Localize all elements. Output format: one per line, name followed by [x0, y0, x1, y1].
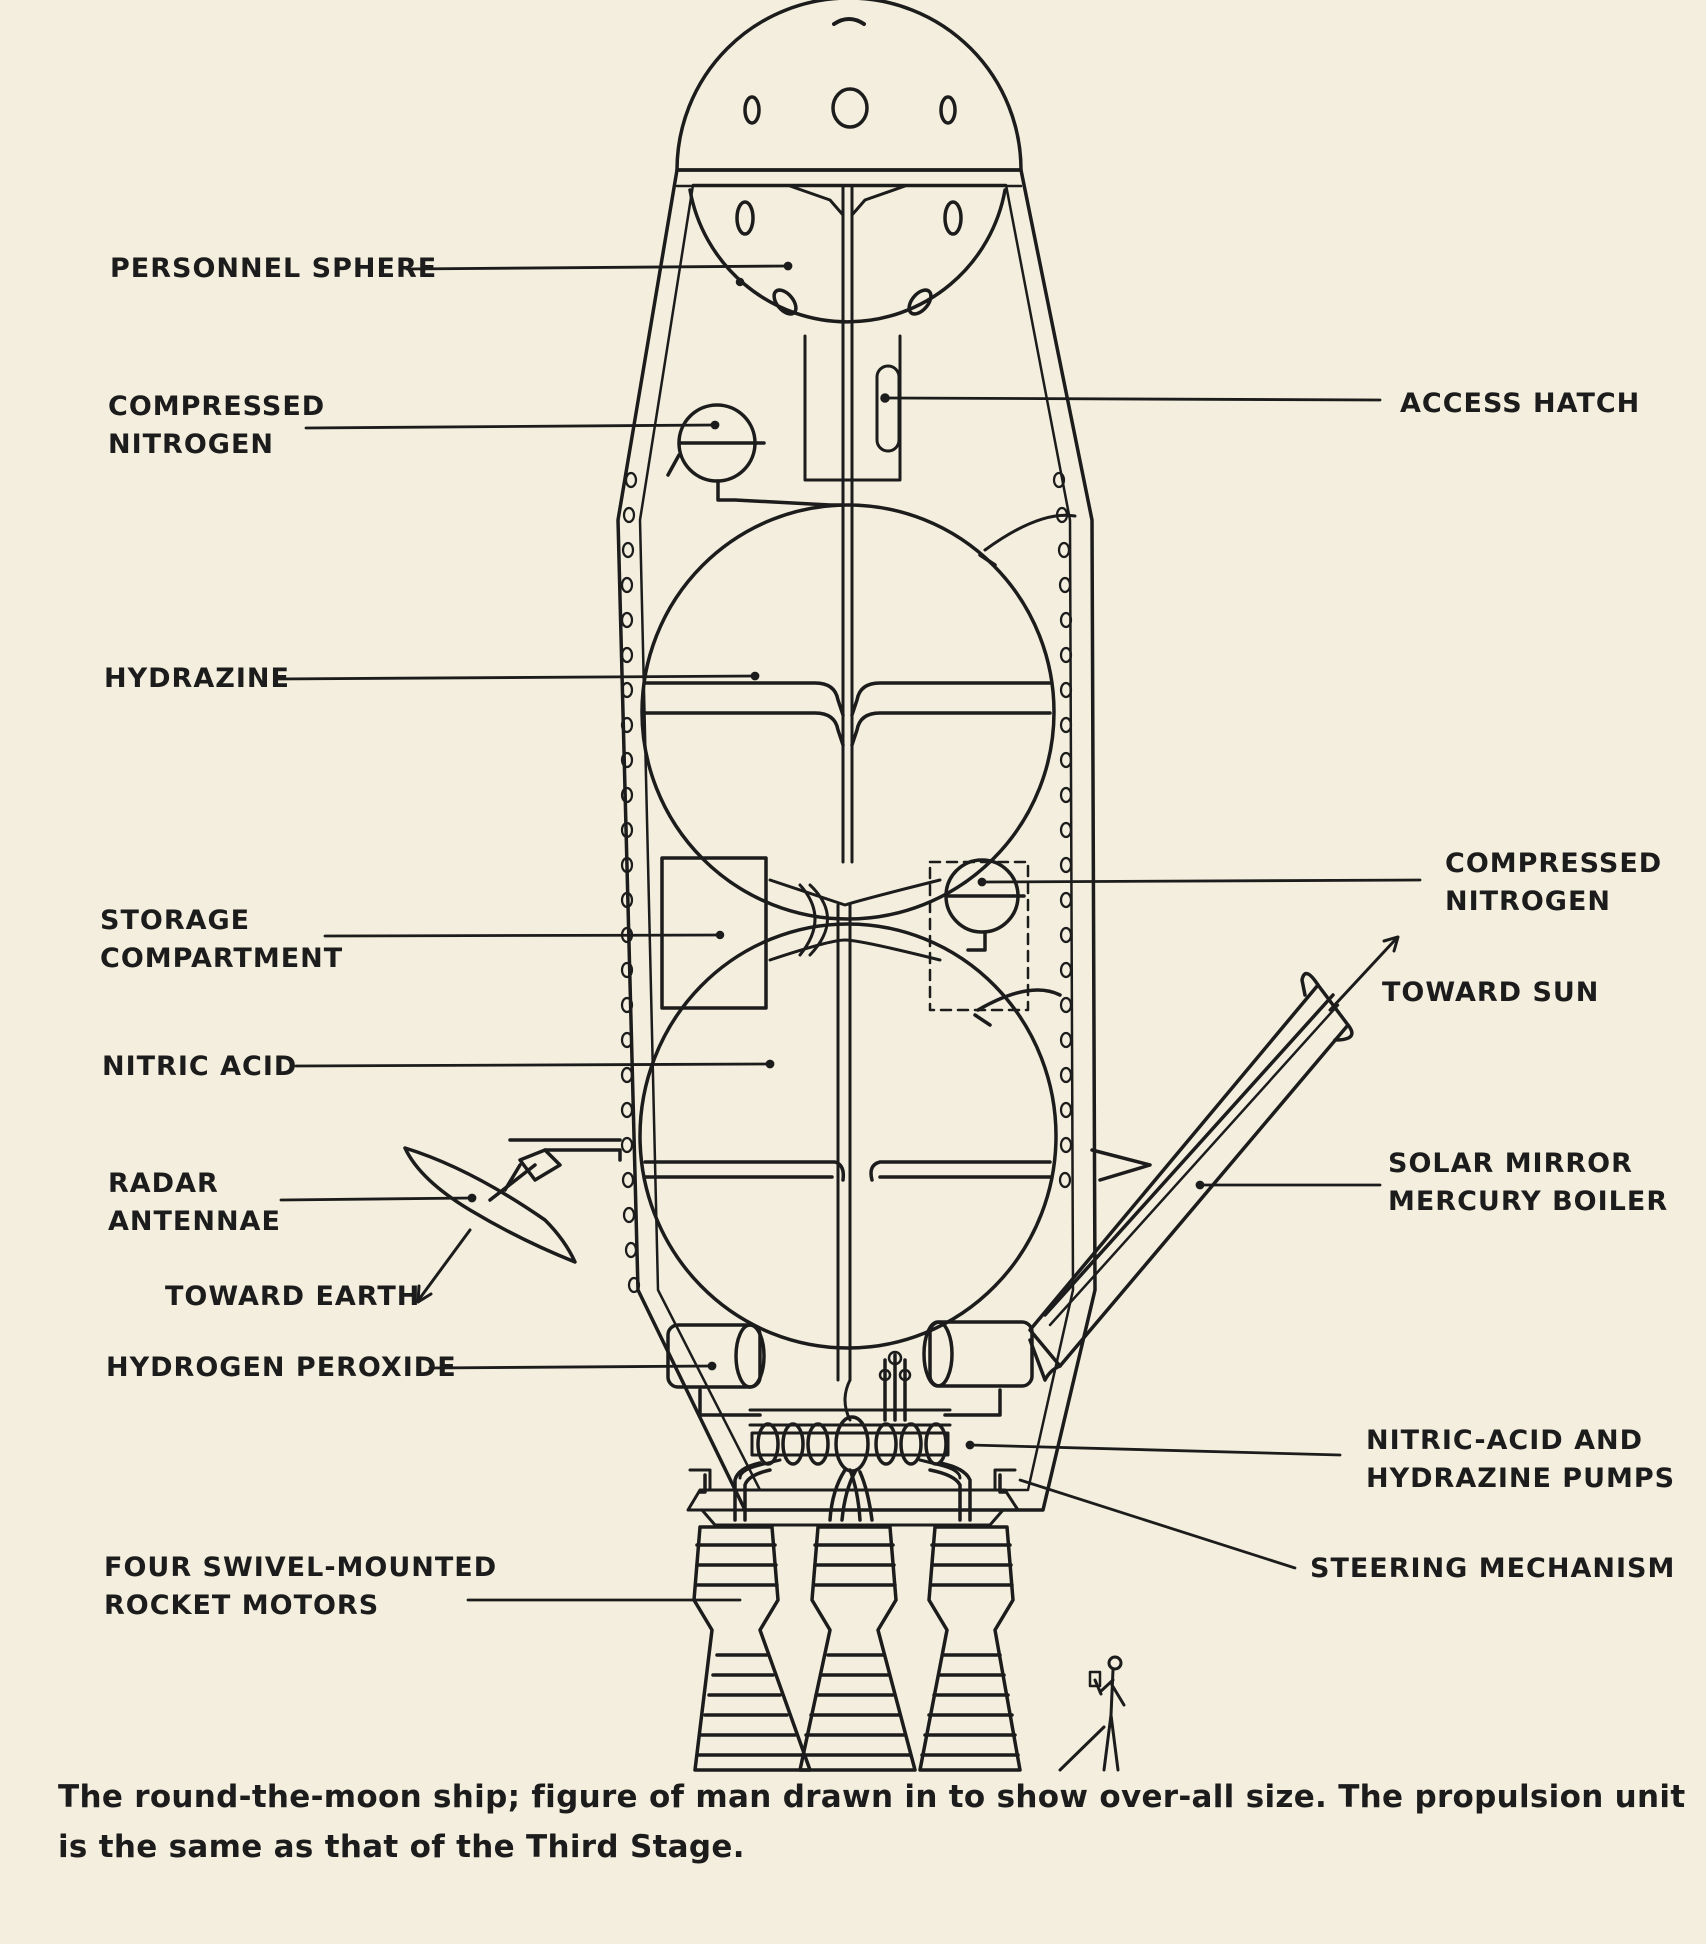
- figure-caption: The round-the-moon ship; figure of man d…: [58, 1779, 1686, 1865]
- label-toward-earth: TOWARD EARTH: [165, 1281, 421, 1312]
- label-steering-mechanism: STEERING MECHANISM: [1310, 1553, 1676, 1584]
- human-figure: [1058, 1655, 1126, 1772]
- radar-antenna: [403, 1138, 622, 1264]
- nose-dome: [675, 0, 1023, 172]
- label-personnel-sphere: PERSONNEL SPHERE: [110, 253, 438, 284]
- label-hydrazine: HYDRAZINE: [104, 663, 290, 694]
- tank-junction: [768, 878, 942, 1382]
- central-strut: [788, 184, 907, 864]
- personnel-sphere: [688, 188, 1007, 482]
- upper-nitrogen-tank: [666, 403, 845, 507]
- toward-sun-arrow: [1328, 938, 1397, 1012]
- hydrogen-peroxide-tanks: [666, 1320, 1034, 1417]
- toward-earth-arrow: [418, 1228, 472, 1300]
- label-access-hatch: ACCESS HATCH: [1400, 388, 1641, 419]
- rocket-motors: [692, 1525, 1022, 1772]
- hydrazine-tank: [640, 503, 1077, 921]
- toward-sun-arrowhead: [1382, 935, 1400, 953]
- toward-earth-arrowhead: [416, 1284, 433, 1304]
- label-toward-sun: TOWARD SUN: [1382, 977, 1600, 1008]
- lower-nitrogen-tank: [928, 858, 1062, 1027]
- solar-mirror: [1028, 971, 1354, 1382]
- steering-mechanism: [686, 1468, 1020, 1527]
- label-nitric-acid: NITRIC ACID: [102, 1051, 298, 1082]
- hull-rivets: [620, 471, 1073, 1294]
- hull: [616, 168, 1097, 1512]
- pumps-assembly: [698, 1350, 1007, 1522]
- nitric-acid-tank: [638, 922, 1058, 1350]
- leader-lines: [273, 261, 1422, 1602]
- storage-compartment: [660, 856, 768, 1010]
- label-hydrogen-peroxide: HYDROGEN PEROXIDE: [106, 1352, 457, 1383]
